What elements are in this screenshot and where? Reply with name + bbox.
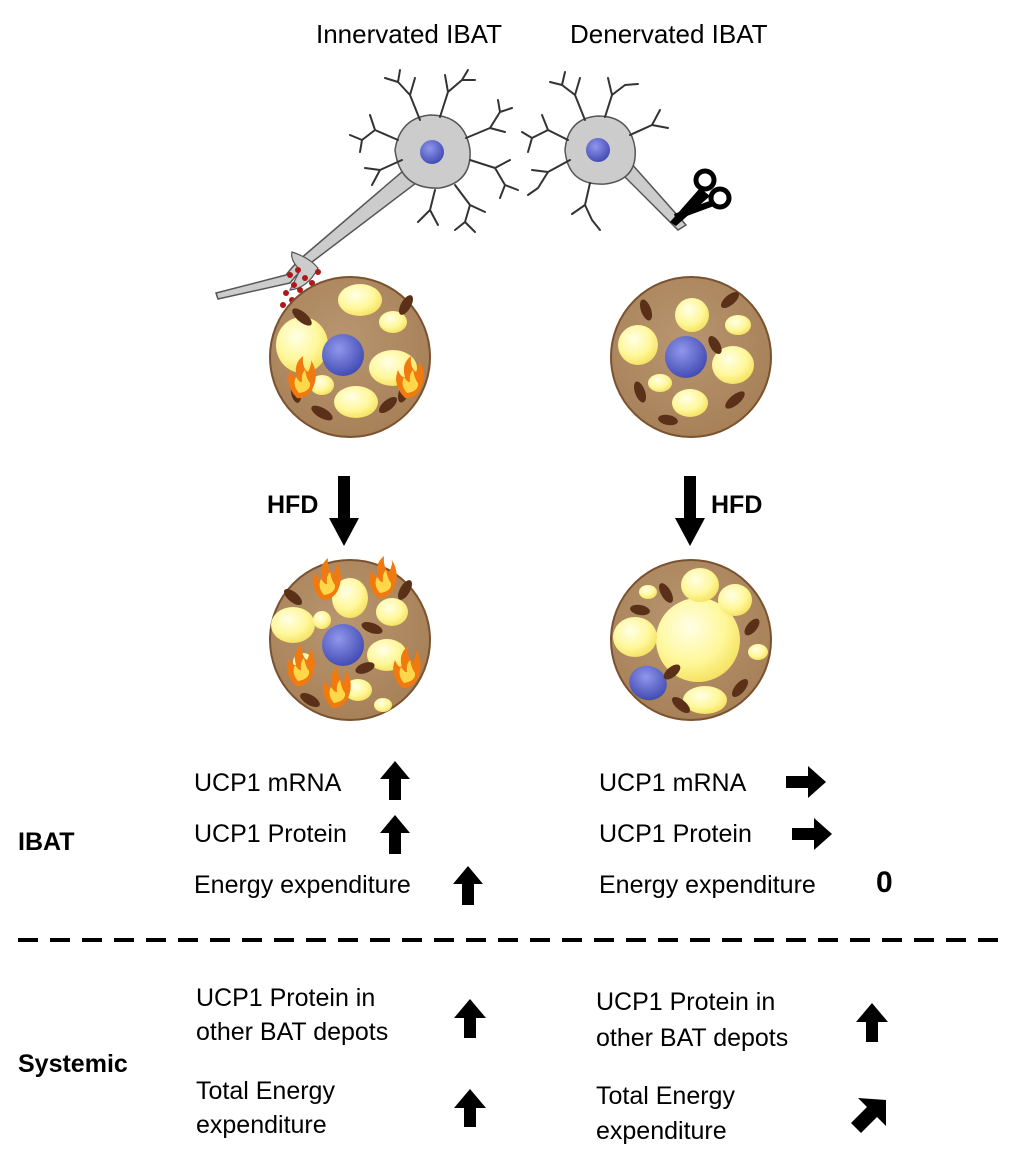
section-label-systemic: Systemic bbox=[18, 1050, 128, 1078]
innervated-systemic-ucp1-line1: UCP1 Protein in bbox=[196, 984, 376, 1012]
innervated-ucp1-mrna: UCP1 mRNA bbox=[194, 769, 342, 797]
innervated-systemic-ucp1-line2: other BAT depots bbox=[196, 1018, 389, 1046]
flame-icon bbox=[287, 644, 315, 687]
flame-icon bbox=[323, 666, 351, 709]
flame-icon bbox=[396, 356, 424, 399]
up-arrow-icon bbox=[380, 761, 410, 800]
innervated-neuron bbox=[215, 69, 519, 308]
innervated-ucp1-protein: UCP1 Protein bbox=[194, 820, 347, 848]
denervated-systemic-energy-line2: expenditure bbox=[596, 1117, 727, 1145]
innervated-hfd-brown-adipocyte bbox=[269, 556, 431, 721]
hfd-down-arrow-left bbox=[329, 476, 359, 546]
up-arrow-icon bbox=[380, 815, 410, 854]
scissors-icon bbox=[670, 168, 732, 226]
innervated-systemic-energy-line1: Total Energy bbox=[196, 1077, 335, 1105]
column-title-denervated: Denervated IBAT bbox=[570, 19, 768, 49]
innervated-systemic-energy-line2: expenditure bbox=[196, 1111, 327, 1139]
denervated-systemic-ucp1-line2: other BAT depots bbox=[596, 1024, 789, 1052]
innervated-brown-adipocyte bbox=[269, 276, 431, 438]
right-arrow-icon bbox=[786, 766, 826, 798]
denervated-energy-expenditure: Energy expenditure bbox=[599, 871, 816, 899]
up-arrow-icon bbox=[856, 1003, 888, 1042]
denervated-systemic-ucp1-line1: UCP1 Protein in bbox=[596, 988, 776, 1016]
denervated-systemic-energy-line1: Total Energy bbox=[596, 1082, 735, 1110]
flame-icon bbox=[313, 558, 341, 601]
denervated-brown-adipocyte bbox=[610, 276, 772, 438]
up-arrow-icon bbox=[453, 866, 483, 905]
denervated-energy-value: 0 bbox=[876, 866, 893, 899]
up-arrow-icon bbox=[454, 1089, 486, 1127]
denervated-neuron bbox=[521, 71, 688, 231]
denervated-hfd-brown-adipocyte bbox=[610, 559, 772, 721]
flame-icon bbox=[369, 556, 397, 599]
up-arrow-icon bbox=[454, 999, 486, 1038]
flame-icon bbox=[288, 356, 316, 399]
hfd-label-left: HFD bbox=[267, 491, 319, 519]
flame-icon bbox=[393, 646, 421, 689]
innervated-energy-expenditure: Energy expenditure bbox=[194, 871, 411, 899]
denervated-ucp1-mrna: UCP1 mRNA bbox=[599, 769, 747, 797]
denervated-ucp1-protein: UCP1 Protein bbox=[599, 820, 752, 848]
right-arrow-icon bbox=[792, 818, 832, 850]
diagonal-up-arrow-icon bbox=[851, 1098, 886, 1133]
section-label-ibat: IBAT bbox=[18, 828, 75, 856]
hfd-label-right: HFD bbox=[711, 491, 763, 519]
column-title-innervated: Innervated IBAT bbox=[316, 19, 502, 49]
hfd-down-arrow-right bbox=[675, 476, 705, 546]
